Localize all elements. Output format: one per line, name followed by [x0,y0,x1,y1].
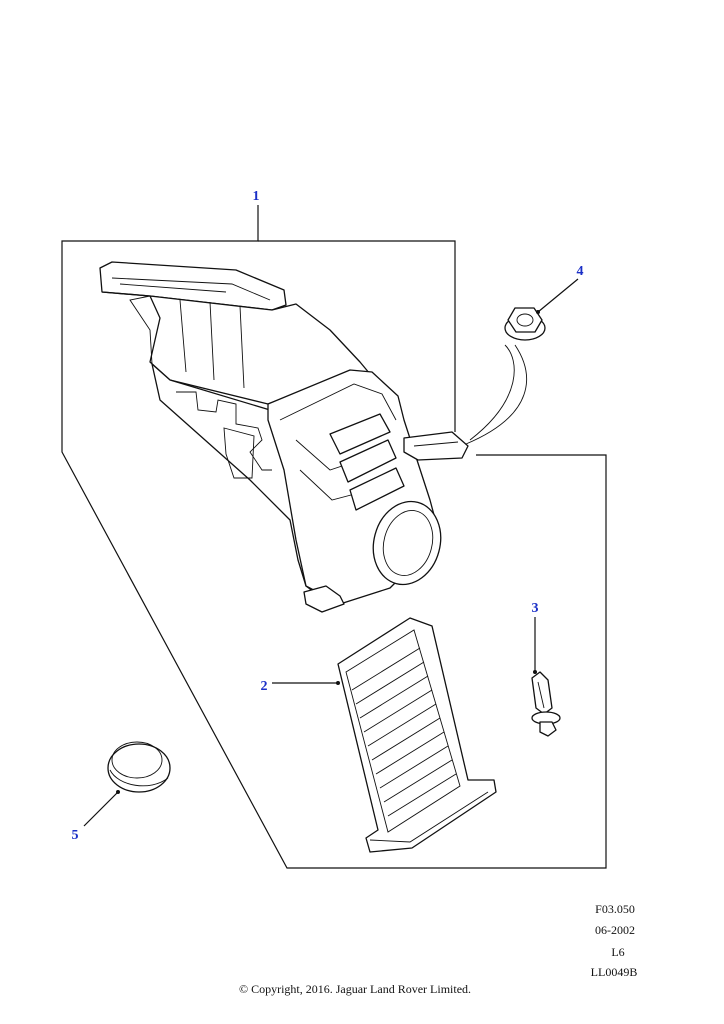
filter-pleats [351,647,457,817]
grommet-cap[interactable] [107,741,171,793]
copyright-notice: © Copyright, 2016. Jaguar Land Rover Lim… [239,982,471,996]
air-filter-element[interactable] [337,617,497,853]
callout-3[interactable]: 3 [532,601,539,616]
drawing-date: 06-2002 [595,923,635,937]
callout-1[interactable]: 1 [253,189,260,204]
callout-5[interactable]: 5 [72,828,79,843]
drawing-id: LL0049B [591,965,638,979]
figure-code: F03.050 [595,902,635,916]
retaining-clip[interactable] [531,671,561,737]
flange-nut[interactable] [465,307,546,445]
assembly-outline [61,205,607,869]
callout-4[interactable]: 4 [577,264,584,279]
engine-code: L6 [611,945,624,959]
leader-lines [83,278,579,827]
air-cleaner-housing[interactable] [99,261,469,613]
callout-2[interactable]: 2 [261,679,268,694]
